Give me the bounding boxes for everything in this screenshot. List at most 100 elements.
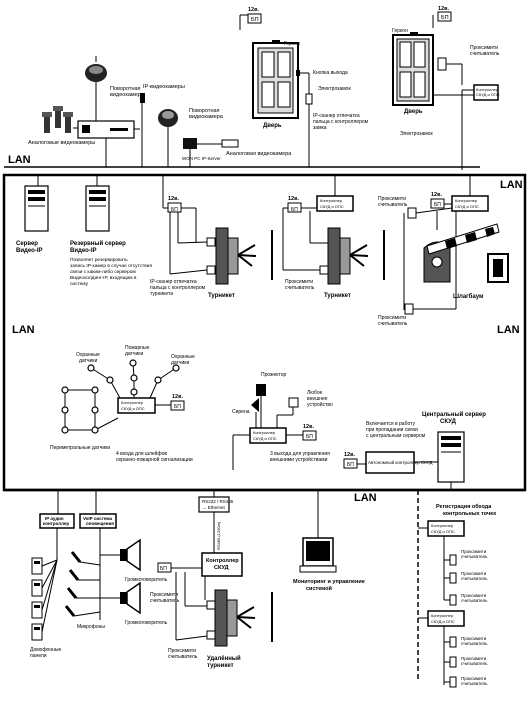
central-server-label: Центральный сервер СКУД <box>422 411 488 425</box>
lan-network <box>2 166 527 492</box>
door-1-scanner-label: IP-сканер отпечатка пальца с контроллеро… <box>313 113 369 131</box>
turnstile-1-scanner-label: IP-сканер отпечатка пальца с контроллеро… <box>150 279 206 297</box>
door-1-gerkon: Геркон <box>284 41 300 47</box>
patrol-reader-3: Проксимити считыватель <box>461 593 488 603</box>
projector-label: Прожектор <box>261 372 286 378</box>
monitoring-workstation <box>299 490 337 573</box>
autonomous-label: Автономный контроллер СКУД <box>368 459 432 465</box>
door-panels <box>31 557 58 641</box>
door-2-title: Дверь <box>404 109 423 115</box>
turnstile-1-power: 12в. <box>168 196 179 202</box>
door-1-bp: БП <box>251 17 259 23</box>
sensor-controller-power: 12в. <box>172 394 183 400</box>
patrol-controller-1-label: Контроллер СКУД и ОПС <box>431 523 455 534</box>
outputs-controller <box>232 384 317 470</box>
autonomous-power: 12в. <box>344 452 355 458</box>
door-1-title: Дверь <box>263 123 282 129</box>
turnstile-2 <box>282 175 385 285</box>
remote-prox-reader: Проксимити считыватель <box>150 592 180 604</box>
door-2-prox-reader: Проксимити считыватель <box>470 45 500 57</box>
door-1 <box>239 13 313 167</box>
lan-label-box-top-right: LAN <box>500 179 523 191</box>
outputs-controller-label: Контроллер СКУД и ОПС <box>253 430 277 441</box>
patrol-label: Регистрация обхода контрольных точек <box>436 503 496 517</box>
turnstile-2-prox-reader: Проксимити считыватель <box>285 279 315 291</box>
door-2-gerkon: Геркон <box>392 28 408 34</box>
ptz-camera-2-label: Поворотная видеокамера <box>189 108 224 120</box>
outputs-note: 3 выхода для управления внешними устройс… <box>270 451 331 463</box>
speaker-1-label: Громкоговоритель <box>125 577 168 583</box>
voip-label: VoIP система оповещения <box>83 516 114 526</box>
patrol-controller-2-label: Контроллер СКУД и ОПС <box>431 613 455 624</box>
perimeter-sensors-label: Периметральные датчики <box>50 445 110 451</box>
speakers <box>120 538 141 615</box>
barrier-title: Шлагбаум <box>453 293 484 300</box>
ip-server-label: WON PC IP-Server <box>182 156 221 161</box>
door-1-elektrozamok: Электрозамок <box>318 86 351 92</box>
analog-camera-label: Аналоговая видеокамера <box>226 151 292 157</box>
autonomous-bp: БП <box>347 462 354 468</box>
skud-controller-label: Контроллер СКУД <box>206 558 240 571</box>
barrier <box>403 175 509 315</box>
patrol-reader-4: Проксимити считыватель <box>461 636 488 646</box>
sensor-controller-bp: БП <box>174 404 181 410</box>
sensor-network <box>61 359 180 434</box>
loops-note: 4 входа для шлейфов охранно-пожарной сиг… <box>116 450 193 463</box>
patrol-reader-1: Проксимити считыватель <box>461 549 488 559</box>
server-video-ip <box>24 175 49 232</box>
lan-label-bottom: LAN <box>354 492 377 504</box>
siren-label: Сирена <box>232 409 250 415</box>
speaker-2-label: Громкоговоритель <box>125 620 168 626</box>
turnstile-1-bp: БП <box>171 207 178 213</box>
door-2-controller-label: Контроллер СКУД и ОПС <box>476 87 500 97</box>
security-sensors-2-label: Охранные датчики <box>171 354 196 366</box>
door-2 <box>392 11 499 170</box>
door-1-exit-button: Кнопка выхода <box>313 70 348 76</box>
rs485-label: RS485 (1200m) <box>216 521 221 550</box>
monitoring-label: Мониторинг и управление системой <box>293 579 366 592</box>
turnstile-2-title: Турникет <box>324 293 351 299</box>
autonomous-controller <box>343 431 465 490</box>
ip-audio-controller <box>39 490 75 560</box>
patrol-reader-5: Проксимити считыватель <box>461 656 488 666</box>
sensor-controller-label: Контроллер СКУД и ОПС <box>121 400 145 411</box>
patrol-reader-2: Проксимити считыватель <box>461 571 488 581</box>
remote-bp: БП <box>160 566 167 572</box>
analog-cameras-icon <box>42 106 73 133</box>
lan-label-mid-left: LAN <box>12 324 35 336</box>
barrier-controller-label: Контроллер СКУД и ОПС <box>455 198 479 209</box>
reserve-server-desc: Позволяет резервировать запись IP-камер … <box>70 257 153 287</box>
door-2-bp: БП <box>441 15 449 21</box>
central-note: Включается в работу при пропадании связи… <box>366 421 426 439</box>
microphones <box>64 551 101 617</box>
ip-server-box <box>183 138 239 167</box>
barrier-power: 12в. <box>431 192 442 198</box>
reserve-server-label: Резервный сервер Видео-IP <box>70 240 128 254</box>
turnstile-2-power: 12в. <box>288 196 299 202</box>
reserve-server <box>85 175 110 232</box>
ip-camera-wall <box>140 93 145 167</box>
ptz-camera-1-label: Поворотная видеокамера <box>110 86 145 98</box>
turnstile-2-controller-label: Контроллер СКУД и ОПС <box>320 198 344 209</box>
barrier-prox-reader-top: Проксимити считыватель <box>378 196 408 208</box>
security-sensors-label: Охранные датчики <box>76 352 101 364</box>
door-2-power: 12в. <box>438 6 449 12</box>
sensor-controller <box>117 397 185 414</box>
microphones-label: Микрофоны <box>77 624 105 630</box>
turnstile-1 <box>162 175 273 285</box>
barrier-bp: БП <box>434 202 441 208</box>
lan-label-top-left: LAN <box>8 154 31 166</box>
ptz-camera-2 <box>158 109 178 167</box>
outputs-controller-power: 12в. <box>303 424 314 430</box>
patrol-registration <box>417 490 465 688</box>
barrier-prox-reader-bottom: Проксимити считыватель <box>378 315 408 327</box>
lan-label-mid-right: LAN <box>497 324 520 336</box>
ext-device-label: Любое внешнее устройство <box>307 390 333 408</box>
ptz-camera-1 <box>85 56 107 121</box>
remote-turnstile-title: Удалённый турникет <box>207 655 242 669</box>
video-encoder-box <box>73 120 140 167</box>
fire-sensors-label: Пожарные датчики <box>125 345 151 357</box>
analog-cameras-label: Аналоговые видеокамеры <box>28 140 95 146</box>
remote-turnstile <box>157 490 273 647</box>
